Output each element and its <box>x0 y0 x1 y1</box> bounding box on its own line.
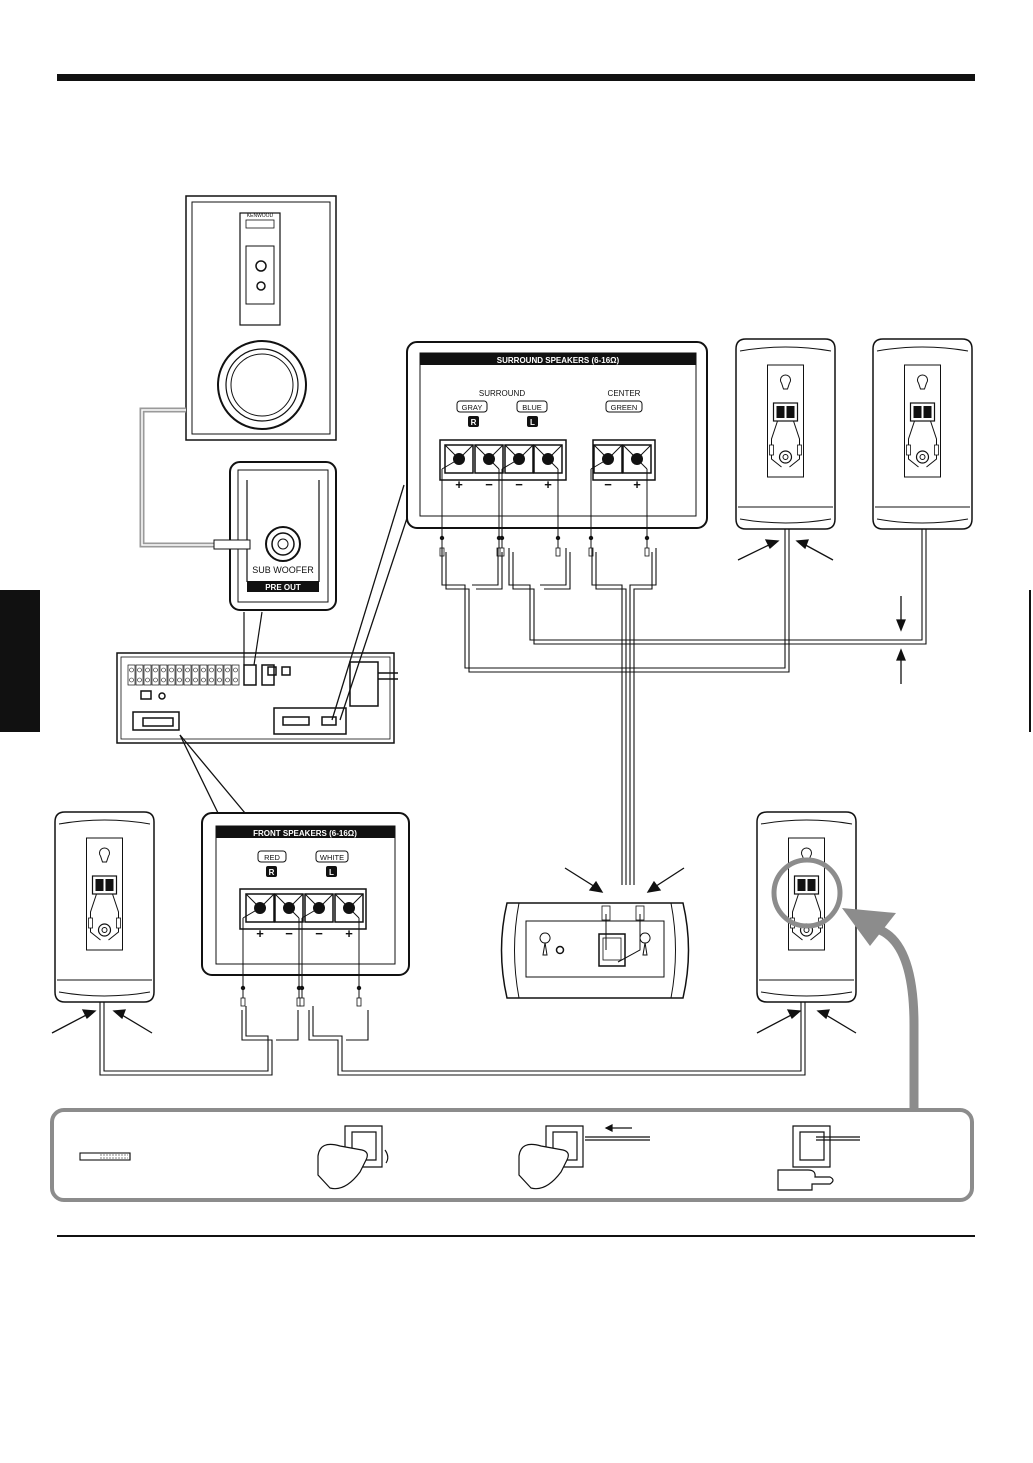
side-tab <box>0 590 40 732</box>
center-speaker <box>502 903 689 998</box>
pre-out-label: PRE OUT <box>265 583 301 592</box>
wire-strip-illustration <box>80 1153 130 1160</box>
subwoofer-jack-callout <box>214 462 336 665</box>
blue-color-label: BLUE <box>522 403 542 412</box>
front-r-badge: R <box>269 868 275 877</box>
green-color-label: GREEN <box>611 403 638 412</box>
polarity-label: − <box>285 926 293 941</box>
right-edge-mark <box>1029 590 1031 732</box>
surround-l-badge: L <box>530 418 535 427</box>
subwoofer <box>186 196 336 440</box>
surround-speakers-panel <box>407 342 707 528</box>
polarity-label: + <box>345 926 353 941</box>
pointer-arrows <box>52 540 856 1033</box>
front-panel-title: FRONT SPEAKERS (6-16Ω) <box>253 829 357 838</box>
subwoofer-brand: KENWOOD <box>247 213 274 219</box>
top-rule <box>57 74 975 81</box>
polarity-label: − <box>485 477 493 492</box>
detail-callout-arrow <box>880 930 914 1112</box>
subwoofer-jack-label: SUB WOOFER <box>252 565 314 575</box>
surround-speaker-right <box>736 339 835 529</box>
center-group-label: CENTER <box>608 389 641 398</box>
polarity-label: − <box>515 477 523 492</box>
bottom-rule <box>57 1235 975 1237</box>
front-speaker-right <box>757 812 856 1002</box>
front-speaker-left <box>55 812 154 1002</box>
polarity-label: + <box>256 926 264 941</box>
polarity-label: + <box>633 477 641 492</box>
instruction-box <box>52 1110 972 1200</box>
front-l-badge: L <box>329 868 334 877</box>
polarity-label: + <box>544 477 552 492</box>
polarity-label: − <box>604 477 612 492</box>
surround-panel-title: SURROUND SPEAKERS (6-16Ω) <box>497 356 620 365</box>
polarity-label: + <box>455 477 463 492</box>
surround-speaker-left <box>873 339 972 529</box>
red-color-label: RED <box>264 853 280 862</box>
white-color-label: WHITE <box>320 853 344 862</box>
surround-group-label: SURROUND <box>479 389 525 398</box>
surround-r-badge: R <box>471 418 477 427</box>
receiver-rear-panel <box>117 653 398 743</box>
polarity-label: − <box>315 926 323 941</box>
gray-color-label: GRAY <box>462 403 483 412</box>
